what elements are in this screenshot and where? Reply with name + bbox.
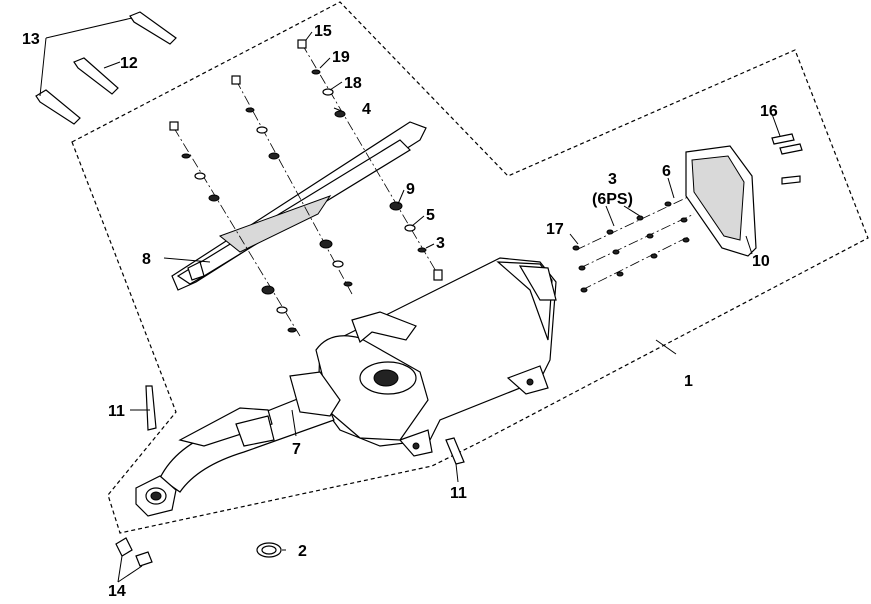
- exhaust-pipe: [135, 371, 341, 517]
- label-15: 15: [314, 23, 332, 40]
- label-8: 8: [142, 251, 151, 268]
- muffler-body: [315, 257, 557, 457]
- label-9: 9: [406, 181, 415, 198]
- label-17: 17: [546, 221, 564, 238]
- label-13: 13: [22, 31, 40, 48]
- label-18: 18: [344, 75, 362, 92]
- long-bolts: [35, 11, 177, 125]
- label-11b: 11: [450, 485, 467, 502]
- label-6: 6: [662, 163, 671, 180]
- label-1: 1: [684, 373, 693, 390]
- label-11a: 11: [108, 403, 125, 420]
- fasteners: [169, 39, 443, 333]
- loose-parts: [115, 537, 282, 567]
- label-16: 16: [760, 103, 778, 120]
- o2-sensors: [145, 385, 465, 465]
- label-10: 10: [752, 253, 770, 270]
- label-2: 2: [298, 543, 307, 560]
- label-4: 4: [362, 101, 371, 118]
- assembly-axes: [173, 43, 695, 337]
- label-5: 5: [426, 207, 435, 224]
- leader-lines: [39, 17, 781, 583]
- label-3b-qty: (6PS): [592, 191, 633, 208]
- assembly-boundary: [71, 1, 869, 534]
- label-3b: 3: [608, 171, 617, 188]
- part-labels: 13 12 15 19 18 4 9 5 3 8 3 (6PS) 6 17 16…: [22, 23, 778, 600]
- label-12: 12: [120, 55, 138, 72]
- label-14: 14: [108, 583, 126, 600]
- label-7: 7: [292, 441, 301, 458]
- label-19: 19: [332, 49, 350, 66]
- heat-shield: [171, 121, 427, 291]
- label-3a: 3: [436, 235, 445, 252]
- end-cap: [685, 145, 757, 257]
